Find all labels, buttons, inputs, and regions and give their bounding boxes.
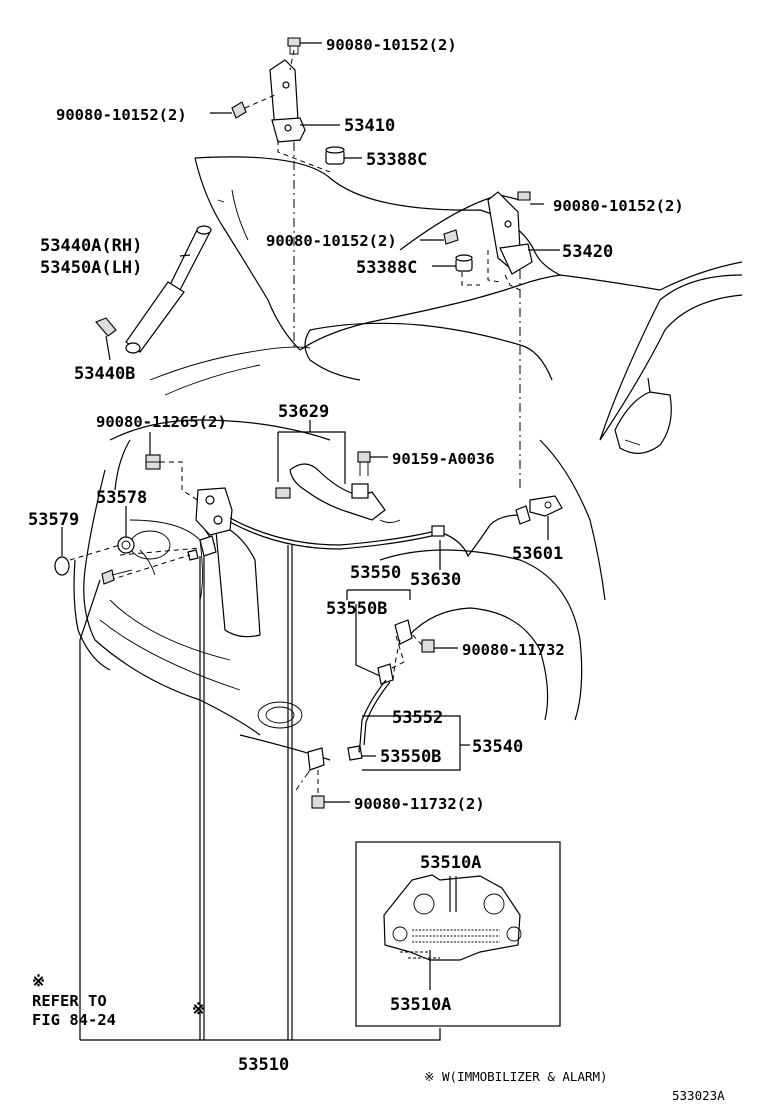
label-53579[interactable]: 53579 xyxy=(28,510,79,530)
refer-line-2[interactable]: FIG 84-24 xyxy=(32,1011,116,1029)
label-53450a[interactable]: 53450A(LH) xyxy=(40,258,142,278)
label-53552[interactable]: 53552 xyxy=(392,708,443,728)
label-53388c-right[interactable]: 53388C xyxy=(356,258,417,278)
label-bolt-11265[interactable]: 90080-11265(2) xyxy=(96,413,227,431)
refer-line-1[interactable]: REFER TO xyxy=(32,992,107,1010)
hood-release-cable xyxy=(229,505,531,558)
bolt-right-top-icon xyxy=(517,191,544,205)
cushion-53578-icon xyxy=(117,536,135,554)
hood-lock-bracket xyxy=(289,463,401,523)
bolt-top-icon xyxy=(287,37,322,55)
refer-mark: ※ xyxy=(32,972,45,990)
hood-hinge-rh xyxy=(487,191,533,275)
hood-hinge-lh xyxy=(269,59,306,143)
label-53510a-top[interactable]: 53510A xyxy=(420,853,481,873)
label-bolt-left[interactable]: 90080-10152(2) xyxy=(56,106,187,124)
hood-lock-control-lever xyxy=(529,495,563,517)
cushion-53579-icon xyxy=(54,556,70,576)
label-bolt-11732-2[interactable]: 90080-11732(2) xyxy=(354,795,485,813)
label-53629[interactable]: 53629 xyxy=(278,402,329,422)
label-53578[interactable]: 53578 xyxy=(96,488,147,508)
bolt-left-icon xyxy=(210,101,247,119)
stopper-right-icon xyxy=(455,254,473,272)
label-53410[interactable]: 53410 xyxy=(344,116,395,136)
label-53440a[interactable]: 53440A(RH) xyxy=(40,236,142,256)
label-inset-box xyxy=(355,841,561,1027)
label-53388c-top[interactable]: 53388C xyxy=(366,150,427,170)
bracket-bolt-icon xyxy=(275,487,291,499)
diagram-code: 533023A xyxy=(672,1088,725,1103)
label-53601[interactable]: 53601 xyxy=(512,544,563,564)
label-53440b[interactable]: 53440B xyxy=(74,364,135,384)
label-bolt-top[interactable]: 90080-10152(2) xyxy=(326,36,457,54)
hood-lock-assy xyxy=(195,487,233,546)
label-53420[interactable]: 53420 xyxy=(562,242,613,262)
label-53550b-top[interactable]: 53550B xyxy=(326,599,387,619)
label-53550[interactable]: 53550 xyxy=(350,563,401,583)
bolt-right-mid-icon xyxy=(420,229,459,245)
hood-lock-support-assy xyxy=(307,619,413,771)
label-bolt-right-mid[interactable]: 90080-10152(2) xyxy=(266,232,397,250)
hood-courtesy-switch-icon xyxy=(101,569,133,585)
label-bolt-a0036[interactable]: 90159-A0036 xyxy=(392,450,495,468)
label-53540[interactable]: 53540 xyxy=(472,737,523,757)
stopper-top-icon xyxy=(325,146,345,165)
label-53510a-bot[interactable]: 53510A xyxy=(390,995,451,1015)
hood-support-strut xyxy=(125,225,212,354)
label-53510[interactable]: 53510 xyxy=(238,1055,289,1075)
label-53630[interactable]: 53630 xyxy=(410,570,461,590)
strut-clip-icon xyxy=(95,317,117,361)
mark-mid: ※ xyxy=(192,1000,205,1018)
hood-lock-sensor-icon xyxy=(187,535,217,561)
label-53550b-bot[interactable]: 53550B xyxy=(380,747,441,767)
label-bolt-11732[interactable]: 90080-11732 xyxy=(462,641,565,659)
footnote: ※ W(IMMOBILIZER & ALARM) xyxy=(424,1069,608,1084)
label-bolt-right-top[interactable]: 90080-10152(2) xyxy=(553,197,684,215)
bolt-11732-icon xyxy=(421,639,435,653)
